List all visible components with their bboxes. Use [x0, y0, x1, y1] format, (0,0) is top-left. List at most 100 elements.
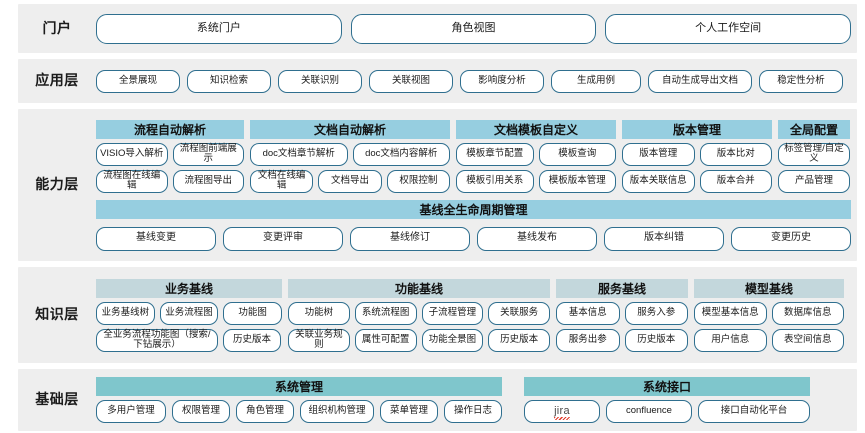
knowledge-group-header-3: 模型基线: [694, 278, 844, 298]
lifecycle-item-1[interactable]: 变更评审: [223, 226, 343, 251]
capability-group-header-2: 文档模板自定义: [456, 119, 616, 139]
foundation-group-0-row: 多用户管理权限管理角色管理组织机构管理菜单管理操作日志: [96, 400, 502, 423]
lifecycle-item-5[interactable]: 变更历史: [731, 226, 851, 251]
capability-item-0-0-1[interactable]: 流程图前端展示: [172, 142, 244, 166]
layer-band-application: 应用层 全景展现知识检索关联识别关联视图影响度分析生成用例自动生成导出文档稳定性…: [18, 59, 857, 103]
capability-item-1-1-0[interactable]: 文档在线编辑: [250, 169, 314, 193]
capability-group-0-row-0: VISIO导入解析流程图前端展示: [96, 142, 244, 166]
knowledge-item-0-0-2[interactable]: 功能图: [223, 301, 283, 325]
knowledge-item-2-1-1[interactable]: 历史版本: [624, 328, 688, 352]
layer-band-portal: 门户 系统门户角色视图个人工作空间: [18, 4, 857, 53]
layer-body-portal: 系统门户角色视图个人工作空间: [96, 13, 857, 44]
capability-group-header-4: 全局配置: [778, 119, 850, 139]
application-item-7[interactable]: 稳定性分析: [759, 69, 843, 93]
knowledge-item-3-1-0[interactable]: 用户信息: [694, 328, 767, 352]
capability-item-1-0-0[interactable]: doc文档章节解析: [250, 142, 348, 166]
capability-item-4-0-0[interactable]: 标签管理/自定义: [778, 142, 850, 166]
capability-item-2-1-1[interactable]: 模板版本管理: [538, 169, 616, 193]
knowledge-item-1-0-0[interactable]: 功能树: [288, 301, 350, 325]
knowledge-group-body-row: 业务基线树业务流程图功能图全业务流程功能图（搜索/下钻展示）历史版本功能树系统流…: [96, 301, 851, 352]
foundation-item-1-2[interactable]: 接口自动化平台: [698, 400, 810, 423]
knowledge-group-1-row-0: 功能树系统流程图子流程管理关联服务: [288, 301, 550, 325]
application-item-1[interactable]: 知识检索: [187, 69, 271, 93]
capability-group-0: VISIO导入解析流程图前端展示流程图在线编辑流程图导出: [96, 142, 244, 193]
capability-item-2-0-1[interactable]: 模板查询: [538, 142, 616, 166]
foundation-group-1: 系统接口 jira confluence 接口自动化平台: [524, 377, 810, 423]
capability-item-0-1-1[interactable]: 流程图导出: [172, 169, 244, 193]
knowledge-item-2-0-0[interactable]: 基本信息: [556, 301, 620, 325]
capability-item-0-1-0[interactable]: 流程图在线编辑: [96, 169, 168, 193]
lifecycle-item-0[interactable]: 基线变更: [96, 226, 216, 251]
knowledge-group-0-row-1: 全业务流程功能图（搜索/下钻展示）历史版本: [96, 328, 282, 352]
layer-body-capability: 流程自动解析文档自动解析文档模板自定义版本管理全局配置 VISIO导入解析流程图…: [96, 119, 857, 251]
application-item-4[interactable]: 影响度分析: [460, 69, 544, 93]
portal-item-0[interactable]: 系统门户: [96, 13, 342, 44]
knowledge-item-2-0-1[interactable]: 服务入参: [624, 301, 688, 325]
knowledge-group-1-row-1: 关联业务规则属性可配置功能全景图历史版本: [288, 328, 550, 352]
foundation-item-1-1[interactable]: confluence: [606, 400, 692, 423]
capability-item-0-0-0[interactable]: VISIO导入解析: [96, 142, 168, 166]
foundation-item-0-0[interactable]: 多用户管理: [96, 400, 166, 423]
application-item-5[interactable]: 生成用例: [551, 69, 641, 93]
capability-group-0-row-1: 流程图在线编辑流程图导出: [96, 169, 244, 193]
capability-item-1-1-1[interactable]: 文档导出: [318, 169, 382, 193]
portal-item-1[interactable]: 角色视图: [350, 13, 597, 44]
knowledge-item-1-0-3[interactable]: 关联服务: [488, 301, 550, 325]
layer-label-foundation: 基础层: [35, 391, 79, 408]
knowledge-item-1-0-2[interactable]: 子流程管理: [421, 301, 484, 325]
capability-group-4-row-0: 标签管理/自定义: [778, 142, 850, 166]
capability-item-3-0-1[interactable]: 版本比对: [699, 142, 772, 166]
knowledge-group-0: 业务基线树业务流程图功能图全业务流程功能图（搜索/下钻展示）历史版本: [96, 301, 283, 352]
knowledge-item-3-0-0[interactable]: 模型基本信息: [694, 301, 767, 325]
application-item-3[interactable]: 关联视图: [369, 69, 453, 93]
knowledge-group-2-row-0: 基本信息服务入参: [556, 301, 688, 325]
knowledge-item-1-1-0[interactable]: 关联业务规则: [288, 328, 350, 352]
capability-item-3-0-0[interactable]: 版本管理: [622, 142, 695, 166]
knowledge-item-1-1-2[interactable]: 功能全景图: [421, 328, 484, 352]
capability-item-3-1-1[interactable]: 版本合并: [699, 169, 772, 193]
portal-item-2[interactable]: 个人工作空间: [605, 13, 852, 44]
capability-item-3-1-0[interactable]: 版本关联信息: [622, 169, 695, 193]
knowledge-item-0-0-0[interactable]: 业务基线树: [96, 301, 155, 325]
knowledge-item-1-0-1[interactable]: 系统流程图: [354, 301, 417, 325]
knowledge-item-0-1-1[interactable]: 历史版本: [223, 328, 281, 352]
foundation-group-header-1: 系统接口: [524, 377, 810, 396]
capability-item-4-1-0[interactable]: 产品管理: [778, 169, 850, 193]
application-item-0[interactable]: 全景展现: [96, 69, 180, 93]
capability-group-2-row-0: 模板章节配置模板查询: [456, 142, 616, 166]
knowledge-item-0-0-1[interactable]: 业务流程图: [159, 301, 219, 325]
application-item-2[interactable]: 关联识别: [278, 69, 362, 93]
lifecycle-item-2[interactable]: 基线修订: [350, 226, 470, 251]
knowledge-item-3-0-1[interactable]: 数据库信息: [771, 301, 844, 325]
capability-item-2-1-0[interactable]: 模板引用关系: [456, 169, 534, 193]
portal-item-row: 系统门户角色视图个人工作空间: [96, 13, 852, 44]
knowledge-item-0-1-0[interactable]: 全业务流程功能图（搜索/下钻展示）: [96, 328, 218, 352]
foundation-item-0-4[interactable]: 菜单管理: [380, 400, 438, 423]
layer-label-portal: 门户: [42, 19, 72, 36]
capability-group-1-row-1: 文档在线编辑文档导出权限控制: [250, 169, 450, 193]
lifecycle-item-4[interactable]: 版本纠错: [604, 226, 724, 251]
foundation-item-1-0[interactable]: jira: [524, 400, 600, 423]
knowledge-group-header-2: 服务基线: [556, 278, 688, 298]
capability-item-1-0-1[interactable]: doc文档内容解析: [352, 142, 450, 166]
knowledge-item-1-1-3[interactable]: 历史版本: [488, 328, 550, 352]
knowledge-group-3-row-0: 模型基本信息数据库信息: [694, 301, 844, 325]
application-item-6[interactable]: 自动生成导出文档: [648, 69, 752, 93]
lifecycle-item-3[interactable]: 基线发布: [477, 226, 597, 251]
foundation-item-0-2[interactable]: 角色管理: [236, 400, 294, 423]
knowledge-item-1-1-1[interactable]: 属性可配置: [354, 328, 417, 352]
knowledge-group-0-row-0: 业务基线树业务流程图功能图: [96, 301, 283, 325]
foundation-item-0-5[interactable]: 操作日志: [444, 400, 502, 423]
knowledge-item-3-1-1[interactable]: 表空间信息: [771, 328, 844, 352]
knowledge-group-3-row-1: 用户信息表空间信息: [694, 328, 844, 352]
capability-item-2-0-0[interactable]: 模板章节配置: [456, 142, 534, 166]
lifecycle-item-row: 基线变更变更评审基线修订基线发布版本纠错变更历史: [96, 226, 851, 251]
capability-item-1-1-2[interactable]: 权限控制: [386, 169, 450, 193]
foundation-item-0-1[interactable]: 权限管理: [172, 400, 230, 423]
knowledge-item-2-1-0[interactable]: 服务出参: [556, 328, 620, 352]
foundation-item-0-3[interactable]: 组织机构管理: [300, 400, 374, 423]
